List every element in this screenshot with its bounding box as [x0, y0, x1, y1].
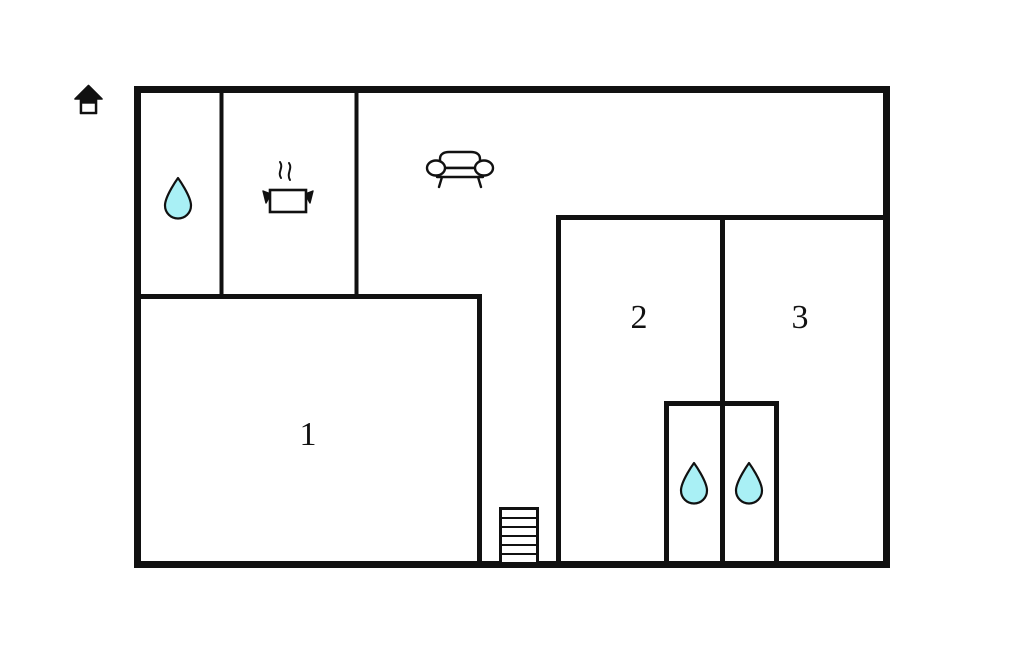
- water-drop-icon: [679, 461, 709, 505]
- sofa-icon: [425, 150, 495, 189]
- water-drop-icon: [734, 461, 764, 505]
- room-label-2: 2: [631, 299, 648, 336]
- water-drop-icon: [163, 176, 193, 220]
- cooking-pot-icon: [262, 161, 314, 214]
- house-icon: [74, 84, 103, 115]
- stairs-icon: [499, 507, 539, 565]
- interior-walls: [135, 88, 889, 566]
- room-label-1: 1: [300, 416, 317, 453]
- room-label-3: 3: [792, 299, 809, 336]
